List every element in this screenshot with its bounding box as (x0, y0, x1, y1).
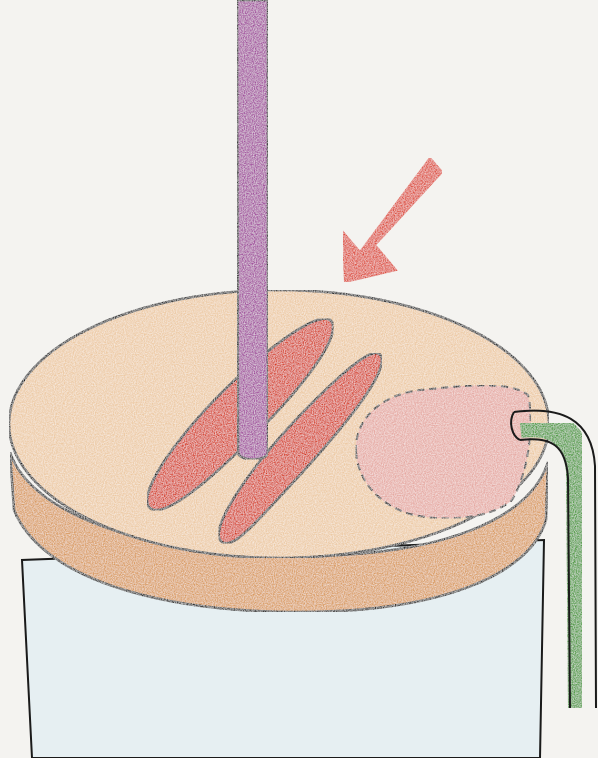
purple-rod (237, 0, 268, 460)
pink-patch (356, 385, 531, 518)
